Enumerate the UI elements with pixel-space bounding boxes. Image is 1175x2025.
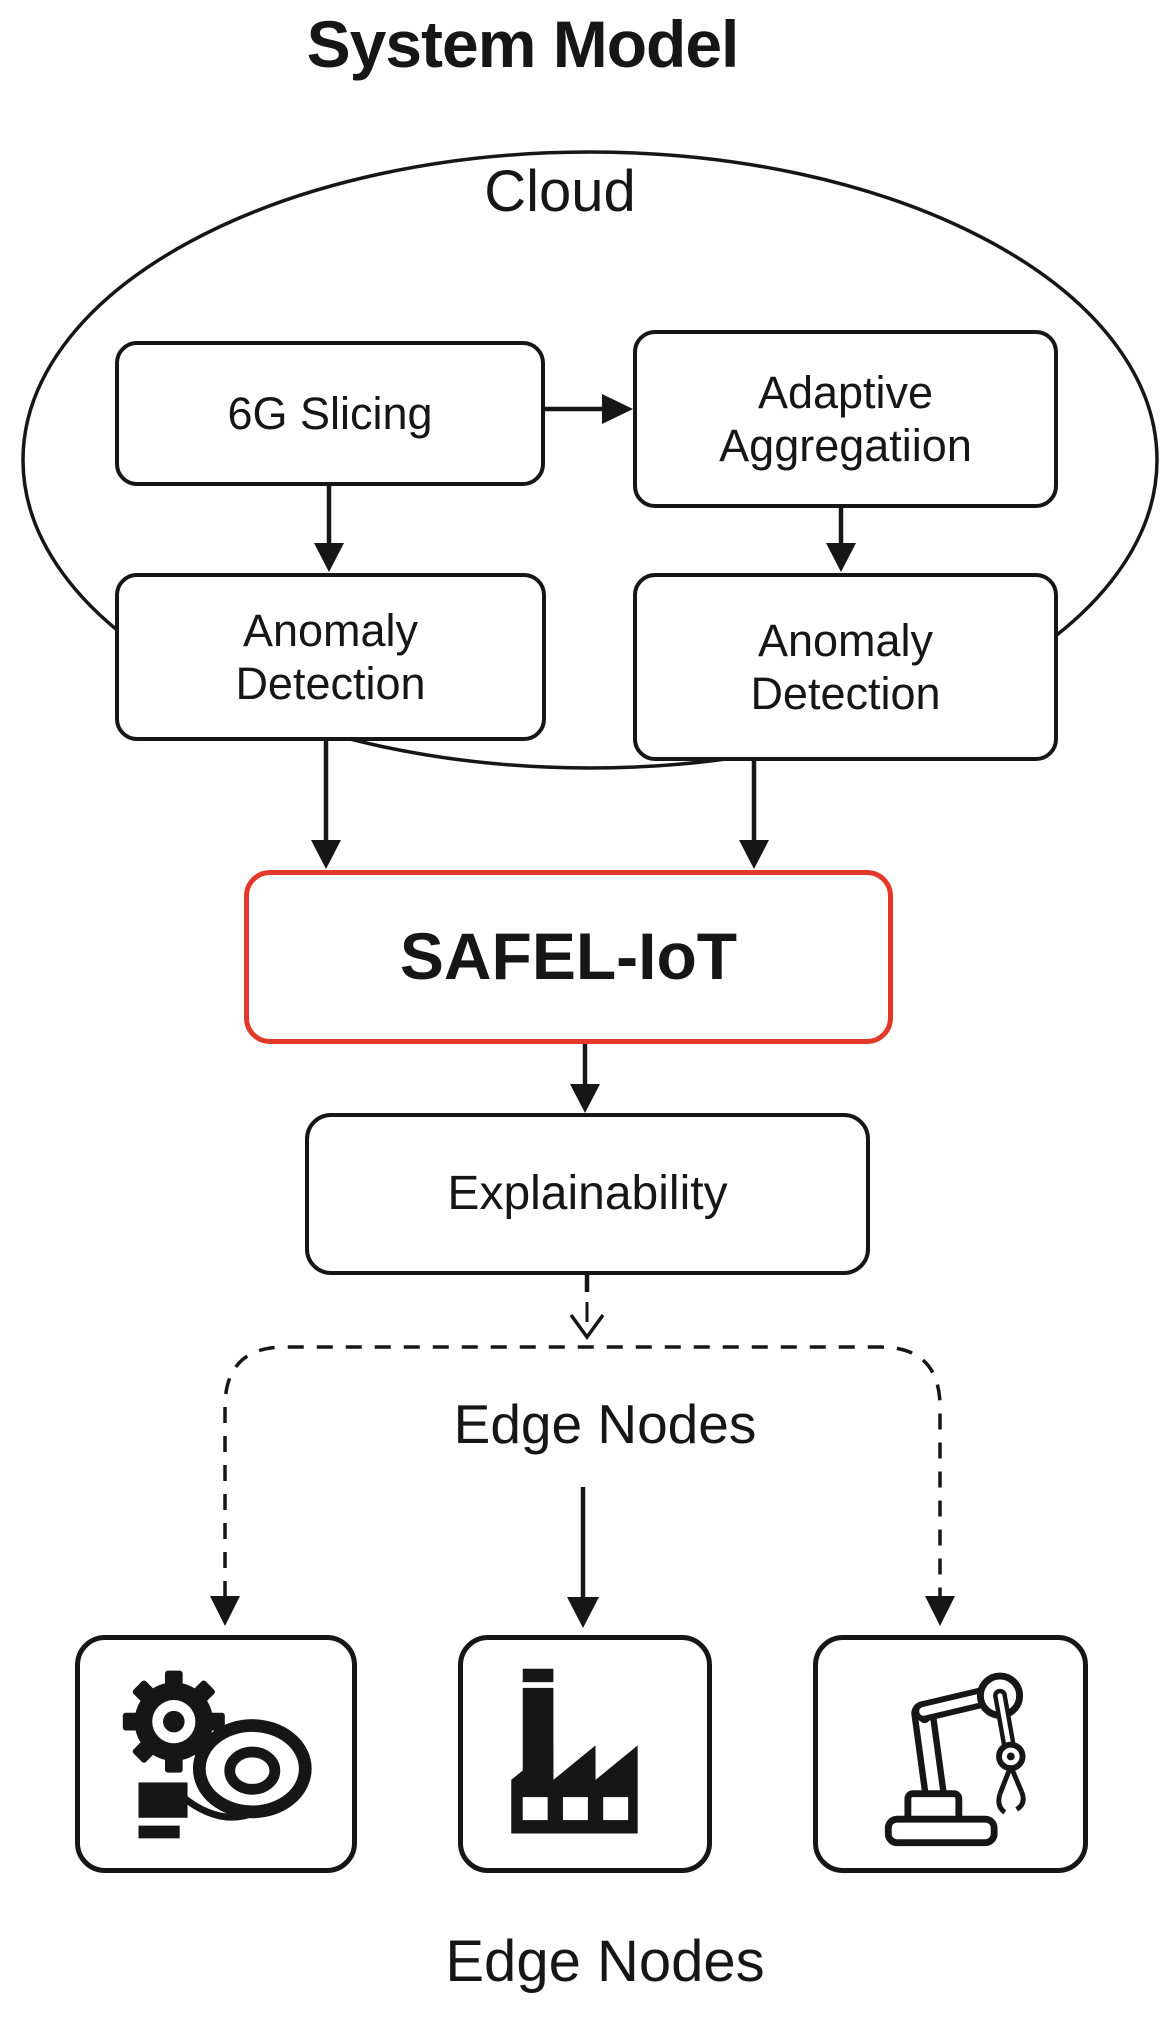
arrow-slicing-to-anomaly-left — [314, 478, 344, 572]
arrow-safel-to-explainability — [570, 1034, 600, 1113]
page-title: System Model — [306, 7, 740, 81]
box-adaptive-aggregation: Adaptive Aggregatiion — [633, 330, 1058, 508]
box-6g-slicing: 6G Slicing — [115, 341, 545, 486]
edge-device-box-machinery — [75, 1635, 357, 1873]
edge-nodes-header: Edge Nodes — [453, 1393, 757, 1455]
arrow-explainability-to-edge-region — [569, 1267, 605, 1340]
arrow-anomaly-left-to-safel — [311, 733, 341, 869]
edge-device-box-factory — [458, 1635, 712, 1873]
factory-icon — [511, 1668, 638, 1834]
box-anomaly-detection-right-label: Anomaly Detection — [750, 614, 941, 719]
cloud-label: Cloud — [484, 159, 636, 224]
box-safel-iot: SAFEL-IoT — [244, 870, 893, 1044]
edge-nodes-footer: Edge Nodes — [445, 1929, 765, 1994]
cloud-ellipse — [21, 150, 1159, 770]
edge-device-box-robot-arm — [813, 1635, 1088, 1873]
box-anomaly-detection-left: Anomaly Detection — [115, 573, 546, 741]
machinery-icon — [122, 1670, 312, 1839]
robot-arm-icon — [884, 1672, 1026, 1847]
arrow-slicing-to-aggregation — [537, 394, 633, 424]
box-safel-iot-label: SAFEL-IoT — [399, 919, 738, 994]
box-adaptive-aggregation-label: Adaptive Aggregatiion — [719, 366, 972, 471]
arrow-edge-nodes-to-factory — [567, 1487, 599, 1628]
box-explainability-label: Explainability — [447, 1166, 728, 1220]
arrow-anomaly-right-to-safel — [739, 753, 769, 869]
arrow-aggregation-to-anomaly-right — [826, 500, 856, 572]
edge-region-dashed-boundary — [210, 1345, 955, 1626]
box-explainability: Explainability — [305, 1113, 870, 1275]
box-anomaly-detection-left-label: Anomaly Detection — [235, 604, 426, 709]
box-anomaly-detection-right: Anomaly Detection — [633, 573, 1058, 761]
box-6g-slicing-label: 6G Slicing — [227, 387, 433, 439]
